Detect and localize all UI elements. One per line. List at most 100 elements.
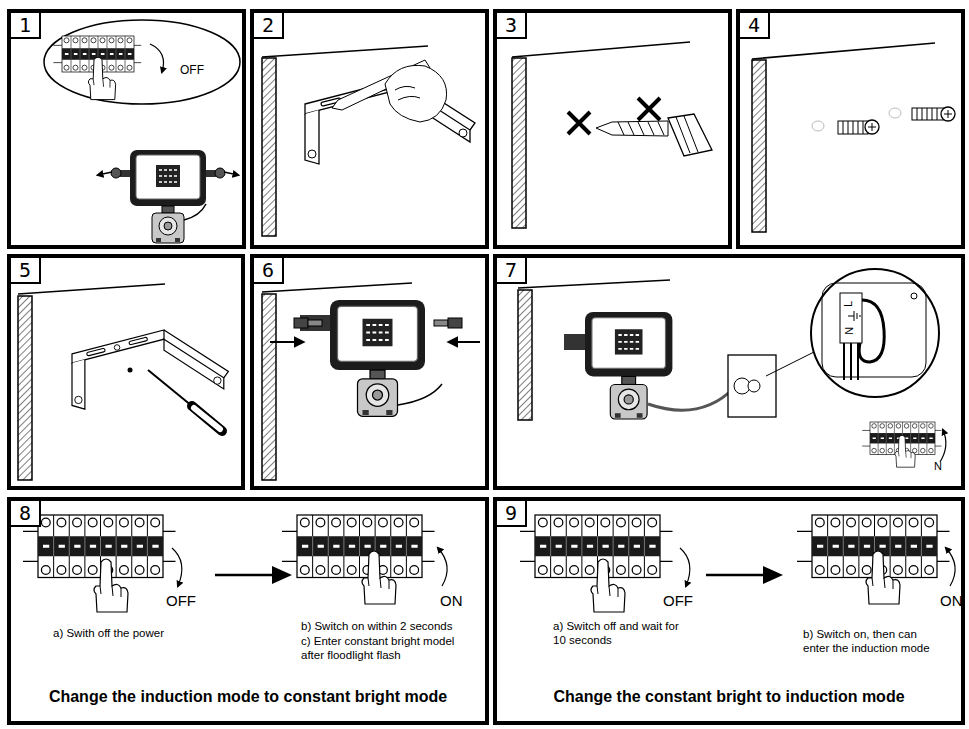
wire-loop xyxy=(859,300,884,362)
step-panel: 9OFFa) Switch off and wait for 10 second… xyxy=(493,497,965,725)
panel-9-art xyxy=(520,515,955,612)
panel-2-art xyxy=(262,46,475,236)
step-arrow-head xyxy=(763,566,783,584)
switch-label: OFF xyxy=(166,592,196,611)
hand xyxy=(385,65,447,122)
mode-caption: Change the constant bright to induction … xyxy=(497,687,961,707)
ceiling-line xyxy=(18,284,165,294)
ceiling-line xyxy=(752,43,935,59)
panel-8-art xyxy=(23,515,447,612)
hand xyxy=(895,435,915,467)
earth-symbol xyxy=(848,311,860,321)
step-number: 5 xyxy=(11,258,41,284)
drill-bit xyxy=(596,121,668,136)
step-arrow-head xyxy=(272,566,292,584)
wall xyxy=(752,60,766,232)
housing-screw xyxy=(911,293,917,299)
cross-mark xyxy=(638,98,660,120)
step-number: 8 xyxy=(11,501,41,527)
step-panel: 7NLN xyxy=(493,254,965,490)
wall xyxy=(518,290,532,420)
drill-hole xyxy=(889,108,901,118)
switch-arrow xyxy=(940,430,946,462)
wall-plug xyxy=(912,108,944,120)
cable xyxy=(184,204,206,220)
ceiling-line xyxy=(262,283,412,292)
panel-4-art xyxy=(752,43,955,232)
step-number: 6 xyxy=(254,258,284,284)
step-number: 4 xyxy=(740,13,770,39)
plug-ribs xyxy=(843,121,863,134)
instruction-text: b) Switch on within 2 seconds xyxy=(301,619,491,633)
terminal-label: N xyxy=(843,327,857,335)
screw-head xyxy=(865,120,879,134)
breaker-label: N xyxy=(934,460,942,474)
direction-arrow xyxy=(224,172,238,175)
drill-chuck xyxy=(668,114,712,156)
switch-arrow xyxy=(946,548,955,586)
switch-arrow xyxy=(150,44,164,72)
step-panel: 3 xyxy=(493,9,732,249)
terminal-label: L xyxy=(842,301,856,307)
step-number: 3 xyxy=(497,13,527,39)
panel-6-art xyxy=(262,283,480,480)
ceiling-line xyxy=(512,42,690,57)
screwdriver-shaft xyxy=(148,370,192,406)
cable-gland-nut xyxy=(748,380,760,392)
instruction-text: c) Enter constant bright model after flo… xyxy=(301,634,466,663)
step-arrow xyxy=(215,574,274,577)
screw xyxy=(111,168,121,178)
panel-1-art xyxy=(44,20,240,243)
step-arrow xyxy=(706,574,765,577)
instruction-text: a) Switch off and wait for 10 seconds xyxy=(553,619,685,648)
bolt-head xyxy=(448,318,462,328)
zoom-circle xyxy=(811,269,939,397)
instruction-text: b) Switch on, then can enter the inducti… xyxy=(803,627,941,656)
step-panel: 8OFFa) Swith off the powerONb) Switch on… xyxy=(7,497,489,725)
bracket-arm xyxy=(564,334,588,350)
panel-3-art xyxy=(512,42,712,228)
step-number: 2 xyxy=(254,13,284,39)
bolt-shaft xyxy=(434,320,448,326)
switch-arrow xyxy=(680,548,690,586)
finger-lines xyxy=(395,86,420,100)
bolt-head xyxy=(294,318,308,328)
step-panel: 5 xyxy=(7,254,245,490)
wall-plug xyxy=(838,121,868,134)
screw xyxy=(215,168,225,178)
switch-label: OFF xyxy=(180,63,204,78)
screw-head xyxy=(941,107,955,121)
hand xyxy=(94,559,128,612)
step-panel: 1OFF xyxy=(7,9,246,249)
screw-slot xyxy=(868,123,876,131)
chuck-lines xyxy=(676,116,698,153)
screw-slot xyxy=(944,110,952,118)
direction-arrow xyxy=(270,341,302,343)
switch-label: ON xyxy=(940,592,963,611)
breaker-strip xyxy=(282,515,435,578)
drill-hole xyxy=(812,121,824,131)
cable xyxy=(648,388,734,410)
screw xyxy=(128,368,133,373)
plug-ribs xyxy=(917,108,937,120)
switch-arrow xyxy=(438,548,447,586)
step-panel: 2 xyxy=(250,9,489,249)
hand xyxy=(866,551,900,604)
ceiling-line xyxy=(518,280,670,288)
direction-arrow xyxy=(98,172,112,175)
zoom-bubble xyxy=(44,20,240,104)
mode-caption: Change the induction mode to constant br… xyxy=(11,687,485,707)
switch-label: OFF xyxy=(663,592,693,611)
panel-7-art xyxy=(518,269,946,467)
instruction-text: a) Swith off the power xyxy=(53,626,253,640)
floodlight xyxy=(585,312,672,419)
screwdriver-handle xyxy=(192,406,222,431)
panel-5-art xyxy=(18,284,228,480)
direction-arrow xyxy=(450,341,480,343)
ceiling-line xyxy=(262,46,428,57)
wall xyxy=(512,58,526,228)
